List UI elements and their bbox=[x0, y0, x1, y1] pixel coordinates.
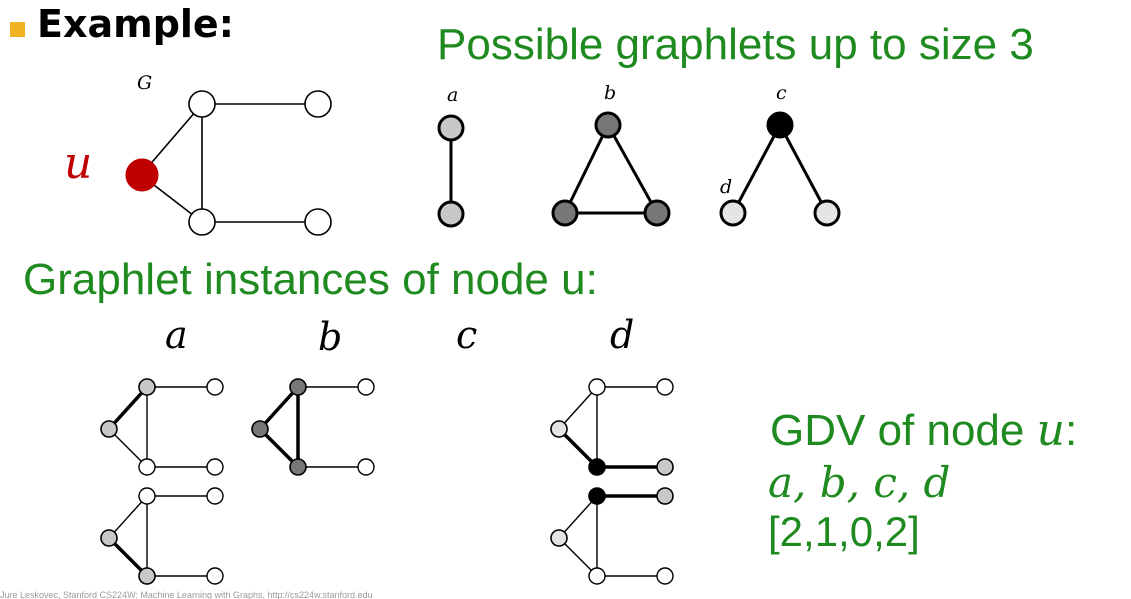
orbit-node-a bbox=[437, 114, 465, 142]
instance-node bbox=[588, 458, 606, 476]
instance-node bbox=[100, 529, 118, 547]
instance-node bbox=[588, 378, 606, 396]
edge bbox=[563, 124, 610, 214]
bullet-square bbox=[10, 22, 25, 37]
instance-node bbox=[138, 458, 156, 476]
instance-node bbox=[206, 458, 224, 476]
node-u bbox=[125, 158, 159, 192]
node-u-label: u bbox=[64, 138, 93, 189]
edge bbox=[558, 386, 598, 430]
instance-node bbox=[656, 487, 674, 505]
gdv-var: u bbox=[1036, 405, 1065, 456]
instance-node bbox=[550, 529, 568, 547]
instance-node bbox=[656, 378, 674, 396]
edge bbox=[107, 536, 149, 578]
footer-citation: Jure Leskovec, Stanford CS224W: Machine … bbox=[0, 590, 373, 599]
graphlet-instances-title: Graphlet instances of node u: bbox=[23, 255, 598, 304]
graph-node bbox=[188, 90, 216, 118]
graph-g-label: G bbox=[137, 72, 153, 94]
gdv-prefix: GDV of node bbox=[770, 406, 1037, 455]
edge bbox=[258, 427, 300, 469]
graphlet-label-d: d bbox=[720, 176, 733, 198]
edge bbox=[557, 427, 599, 469]
instance-node bbox=[588, 567, 606, 585]
edge bbox=[558, 537, 598, 577]
gdv-title: GDV of node u: bbox=[770, 405, 1077, 456]
instance-node bbox=[588, 487, 606, 505]
gdv-vector: [2,1,0,2] bbox=[768, 508, 920, 555]
instance-node bbox=[100, 420, 118, 438]
instance-label-c: c bbox=[456, 313, 478, 357]
orbit-node-a bbox=[437, 200, 465, 228]
instance-node bbox=[206, 378, 224, 396]
instance-label-d: d bbox=[610, 313, 635, 357]
graph-node bbox=[304, 208, 332, 236]
orbit-node-c bbox=[766, 111, 794, 139]
edge bbox=[778, 124, 829, 214]
instance-node bbox=[289, 378, 307, 396]
graphlet-a bbox=[437, 114, 465, 228]
orbit-node-b bbox=[643, 199, 671, 227]
instance-node bbox=[656, 567, 674, 585]
graphlet-b bbox=[551, 111, 671, 227]
possible-graphlets-title: Possible graphlets up to size 3 bbox=[437, 20, 1034, 69]
edge bbox=[558, 495, 598, 539]
graphlet-label-c: c bbox=[776, 82, 787, 104]
instance-b bbox=[251, 378, 375, 476]
orbit-node-d bbox=[813, 199, 841, 227]
gdv-suffix: : bbox=[1064, 406, 1078, 455]
graphlet-label-a: a bbox=[447, 84, 459, 106]
edge bbox=[731, 124, 782, 214]
orbit-node-b bbox=[551, 199, 579, 227]
instance-d-2 bbox=[550, 487, 674, 585]
instance-node bbox=[357, 458, 375, 476]
edge bbox=[258, 385, 300, 431]
edge bbox=[108, 428, 148, 468]
gdv-letters: a, b, c, d bbox=[768, 458, 951, 507]
instance-node bbox=[138, 487, 156, 505]
graph-g bbox=[125, 90, 332, 236]
graphlet-cd bbox=[719, 111, 841, 227]
graph-node bbox=[304, 90, 332, 118]
orbit-node-b bbox=[594, 111, 622, 139]
instance-a-1 bbox=[100, 378, 224, 476]
instance-node bbox=[206, 487, 224, 505]
example-heading: Example: bbox=[37, 2, 234, 46]
edge bbox=[107, 385, 149, 431]
edge bbox=[108, 495, 148, 539]
instance-node bbox=[138, 567, 156, 585]
instance-node bbox=[206, 567, 224, 585]
edge bbox=[606, 124, 659, 214]
instance-label-b: b bbox=[318, 315, 343, 359]
instance-d-1 bbox=[550, 378, 674, 476]
instance-node bbox=[251, 420, 269, 438]
instance-node bbox=[357, 378, 375, 396]
graphlet-label-b: b bbox=[604, 82, 617, 104]
instance-node bbox=[138, 378, 156, 396]
instance-label-a: a bbox=[165, 313, 188, 357]
graph-node bbox=[188, 208, 216, 236]
instance-node bbox=[550, 420, 568, 438]
instance-a-2 bbox=[100, 487, 224, 585]
orbit-node-d bbox=[719, 199, 747, 227]
instance-node bbox=[289, 458, 307, 476]
instance-node bbox=[656, 458, 674, 476]
